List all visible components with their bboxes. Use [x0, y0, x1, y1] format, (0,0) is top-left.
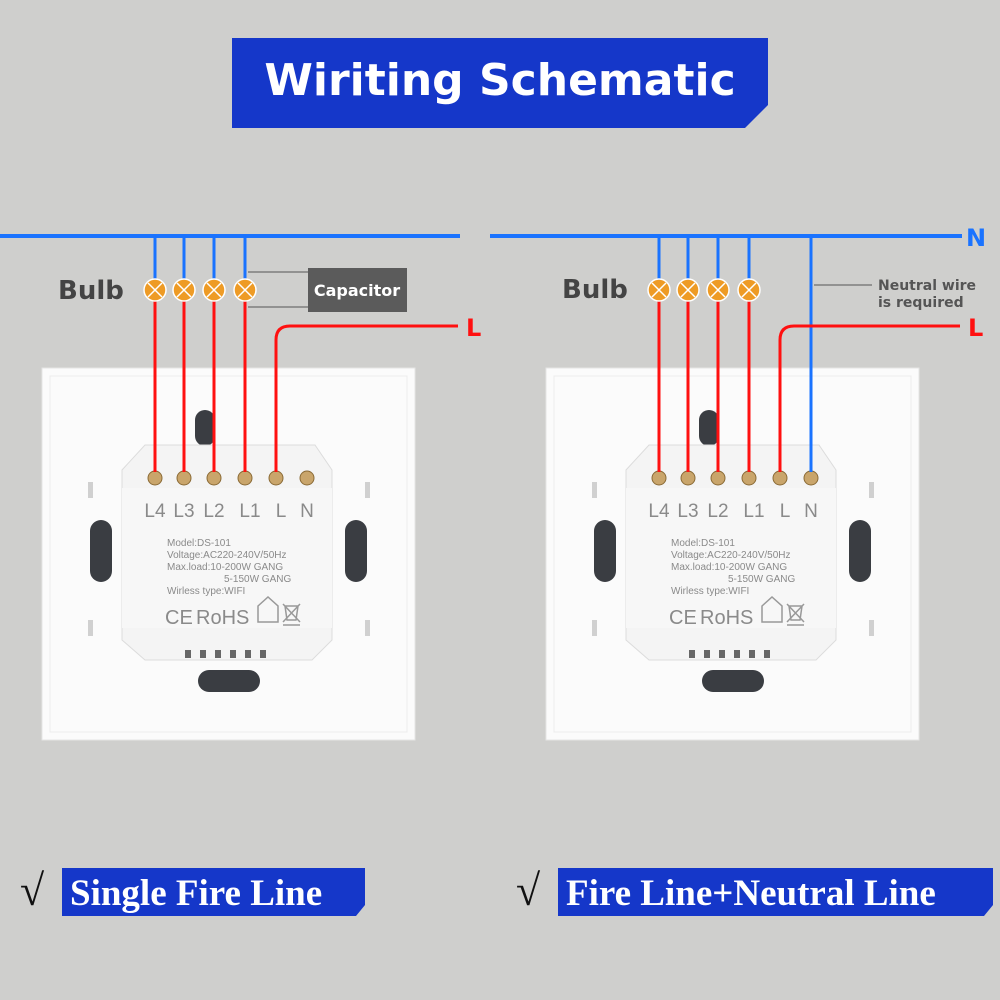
- svg-text:Max.load:10-200W GANG: Max.load:10-200W GANG: [671, 562, 787, 573]
- svg-text:L: L: [780, 501, 791, 522]
- right-panel: L4 L3 L2 L1 L N Model:DS-101 Voltage:AC2…: [490, 224, 993, 916]
- svg-text:Model:DS-101: Model:DS-101: [167, 538, 231, 549]
- svg-text:Wirless type:WIFI: Wirless type:WIFI: [671, 586, 749, 597]
- svg-text:CE: CE: [669, 607, 697, 629]
- bulb-icon: [143, 278, 257, 302]
- bulb-label: Bulb: [562, 275, 628, 305]
- capacitor-label: Capacitor: [314, 281, 400, 300]
- line-label: L: [968, 314, 983, 342]
- live-wire: [274, 324, 458, 472]
- svg-text:L3: L3: [677, 501, 698, 522]
- svg-text:L4: L4: [648, 501, 670, 522]
- line-label: L: [466, 314, 481, 342]
- bulb-label: Bulb: [58, 276, 124, 306]
- module-spec: Model:DS-101 Voltage:AC220-240V/50Hz Max…: [669, 538, 795, 629]
- module-spec: Model:DS-101 Voltage:AC220-240V/50Hz Max…: [165, 538, 291, 629]
- svg-text:CE: CE: [165, 607, 193, 629]
- svg-text:L1: L1: [239, 501, 260, 522]
- svg-text:Voltage:AC220-240V/50Hz: Voltage:AC220-240V/50Hz: [167, 550, 287, 561]
- title-banner: [232, 38, 768, 128]
- svg-text:L4: L4: [144, 501, 166, 522]
- svg-text:L: L: [276, 501, 287, 522]
- svg-text:RoHS: RoHS: [700, 607, 753, 629]
- left-panel: L4 L3 L2 L1 L N Model:DS-101 Voltage:AC2…: [0, 234, 481, 916]
- svg-text:RoHS: RoHS: [196, 607, 249, 629]
- terminal-labels: L4 L3 L2 L1 L N: [648, 501, 817, 522]
- svg-text:Voltage:AC220-240V/50Hz: Voltage:AC220-240V/50Hz: [671, 550, 791, 561]
- svg-text:L1: L1: [743, 501, 764, 522]
- svg-text:Model:DS-101: Model:DS-101: [671, 538, 735, 549]
- live-wire: [778, 324, 960, 472]
- caption-fire-neutral-line: Fire Line+Neutral Line: [566, 873, 936, 914]
- svg-text:5-150W GANG: 5-150W GANG: [224, 574, 291, 585]
- page-title: Wiriting Schematic: [264, 55, 735, 106]
- terminal-labels: L4 L3 L2 L1 L N: [144, 501, 313, 522]
- neutral-label: N: [966, 224, 986, 252]
- check-mark: √: [20, 866, 45, 915]
- svg-text:N: N: [804, 501, 818, 522]
- svg-text:L2: L2: [707, 501, 728, 522]
- svg-text:L2: L2: [203, 501, 224, 522]
- svg-text:L3: L3: [173, 501, 194, 522]
- neutral-note: is required: [878, 295, 964, 311]
- caption-single-fire-line: Single Fire Line: [70, 873, 322, 914]
- bulb-icon: [647, 278, 761, 302]
- capacitor-box: [308, 268, 407, 312]
- check-mark: √: [516, 866, 541, 915]
- svg-text:5-150W GANG: 5-150W GANG: [728, 574, 795, 585]
- neutral-note: Neutral wire: [878, 278, 976, 294]
- svg-text:Max.load:10-200W GANG: Max.load:10-200W GANG: [167, 562, 283, 573]
- svg-text:N: N: [300, 501, 314, 522]
- svg-text:Wirless type:WIFI: Wirless type:WIFI: [167, 586, 245, 597]
